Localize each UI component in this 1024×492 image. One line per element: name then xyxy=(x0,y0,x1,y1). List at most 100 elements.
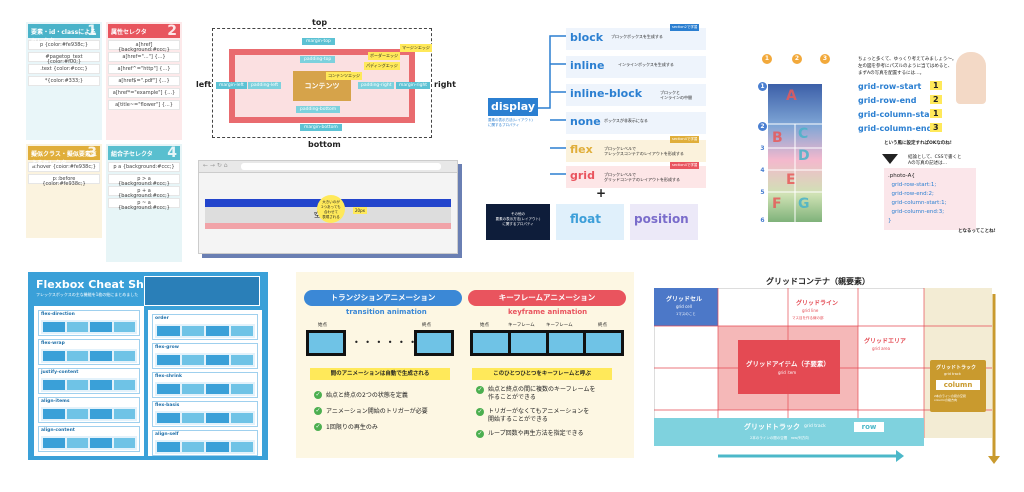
selector-row: p {color:#fe938c;} xyxy=(28,40,100,50)
display-item-name: block xyxy=(570,31,604,44)
grid-line-prop: grid-column-end xyxy=(858,124,933,133)
cheat-sheet-demo xyxy=(155,324,255,338)
cheat-sheet-section: flex-basis xyxy=(152,401,258,427)
padding-top-tag: padding-top xyxy=(300,56,336,63)
grid-line-prop: grid-row-end xyxy=(858,96,917,105)
demo-item xyxy=(43,409,65,419)
selector-box-1-number: 1 xyxy=(87,23,97,39)
grid-line-prop: grid-column-start xyxy=(858,110,938,119)
demo-item xyxy=(66,322,88,332)
code-line: } xyxy=(888,218,892,224)
demo-item xyxy=(90,380,112,390)
demo-item xyxy=(113,438,135,448)
cheat-sheet-demo xyxy=(41,349,137,363)
keyframe-point: ✓始点と終点の間に複数のキーフレームを 作ることができる xyxy=(476,386,595,402)
cheat-sheet-section: align-content xyxy=(38,426,140,452)
demo-item xyxy=(230,413,253,423)
margin-bottom-tag: margin-bottom xyxy=(300,124,342,131)
flexbox-cheat-sheet-card[interactable]: Flexbox Cheat Sheet フレックスボックスの主な機能を1枚の絵に… xyxy=(28,272,268,460)
transition-point-text: 1回限りの再生のみ xyxy=(326,424,378,431)
demo-item xyxy=(230,442,253,452)
woman-illustration xyxy=(956,52,986,104)
transition-end-frame xyxy=(414,330,454,356)
transition-start-label: 始点 xyxy=(318,323,327,328)
keyframe-caption: このひとつひとつをキーフレームと呼ぶ xyxy=(472,368,612,380)
column-tag: column xyxy=(936,380,980,390)
cheat-sheet-section: align-items xyxy=(38,397,140,423)
demo-item xyxy=(157,442,180,452)
keyframe-start-label: 始点 xyxy=(480,323,489,328)
grid-cell-box: グリッドセル grid cell 1マスのこと xyxy=(654,288,718,326)
address-bar[interactable] xyxy=(241,163,441,170)
demo-item xyxy=(181,442,204,452)
selector-row: a[href$=".pdf"] {...} xyxy=(108,76,180,86)
demo-item xyxy=(113,322,135,332)
cheat-sheet-demo xyxy=(41,436,137,450)
check-icon: ✓ xyxy=(314,422,322,431)
column-track-label: グリッドトラック xyxy=(936,365,977,371)
margin-top-tag: margin-top xyxy=(302,38,335,45)
selector-box-4-title: 組合子セレクタ xyxy=(111,151,153,158)
demo-item xyxy=(113,351,135,361)
check-icon: ✓ xyxy=(476,430,484,438)
cheat-sheet-section-title: flex-direction xyxy=(41,312,75,317)
grid-line-prop: grid-row-start xyxy=(858,82,922,91)
selector-box-1-rows: p {color:#fe938c;}#pagetop_text {color:#… xyxy=(28,40,100,86)
code-line: grid-row-start:1; xyxy=(888,182,937,188)
animation-card[interactable]: トランジションアニメーション transition animation キーフレ… xyxy=(296,272,634,458)
display-item-desc: ブロックレベルで フレックスコンテナのレイアウトを形成する xyxy=(604,146,684,156)
grid-cell-en: grid cell xyxy=(676,304,692,309)
content-edge-tag: コンテンツエッジ xyxy=(326,72,362,80)
transition-point-text: アニメーション開始のトリガーが必要 xyxy=(326,408,428,415)
selector-row: a[href*="example"] {...} xyxy=(108,88,180,98)
grid-container-card[interactable]: グリッドコンテナ（親要素） グリッドセル grid cell 1マスのこと グリ… xyxy=(648,270,1006,468)
demo-item xyxy=(157,384,180,394)
position-label: position xyxy=(634,212,689,226)
selector-box-3-rows: a:hover {color:#fe938c;}p::before {color… xyxy=(28,162,100,187)
demo-item xyxy=(157,326,180,336)
transition-caption: 間のアニメーションは自動で生成される xyxy=(310,368,450,380)
photo-letter: G xyxy=(798,196,810,212)
grid-container-title: グリッドコンテナ（親要素） xyxy=(766,277,870,286)
demo-item xyxy=(43,322,65,332)
keyframe-header: キーフレームアニメーション xyxy=(468,290,626,306)
demo-item xyxy=(66,409,88,419)
grid-item-box: グリッドアイテム（子要素） grid item xyxy=(738,340,840,394)
demo-item xyxy=(206,355,229,365)
box-model-card[interactable]: top bottom left right コンテンツ margin-top p… xyxy=(196,18,458,148)
selector-box-2-rows: a[href] {background:#ccc;}a[href="..."] … xyxy=(108,40,180,110)
grid-line-value: 1 xyxy=(930,109,942,118)
cheat-sheet-section: flex-direction xyxy=(38,310,140,336)
demo-item xyxy=(181,326,204,336)
display-item-name: flex xyxy=(570,143,593,156)
selector-row: p + a {background:#ccc;} xyxy=(108,186,180,199)
browser-nav-icons: ← → ↻ ⌂ xyxy=(203,162,228,169)
demo-item xyxy=(66,380,88,390)
cheat-sheet-demo xyxy=(155,353,255,367)
demo-item xyxy=(90,438,112,448)
selector-row: a[title~="flower"] {...} xyxy=(108,100,180,110)
size-tag: 20px xyxy=(353,207,367,214)
border-edge-tag: ボーダーエッジ xyxy=(368,52,400,60)
column-number: 3 xyxy=(820,54,830,64)
selector-row: a[href="..."] {...} xyxy=(108,52,180,62)
grid-ending: となるってことね! xyxy=(958,229,996,234)
display-item-tag: section4で学習 xyxy=(670,162,700,169)
demo-item xyxy=(43,438,65,448)
demo-item xyxy=(157,413,180,423)
demo-item xyxy=(157,355,180,365)
cheat-sheet-section: flex-wrap xyxy=(38,339,140,365)
selector-box-2-number: 2 xyxy=(167,23,177,39)
selector-box-4-rows: p a {background:#ccc;}p > a {background:… xyxy=(108,162,180,211)
row-number: 5 xyxy=(758,188,767,197)
grid-line-label: グリッドライン xyxy=(796,300,839,307)
transition-point: ✓始点と終点の2つの状態を定義 xyxy=(314,390,408,399)
cheat-sheet-section-title: align-content xyxy=(41,428,75,433)
empty-element-window[interactable]: ← → ↻ ⌂ 空の要素 大きいのが 2つあっても 合わせて 表現される 20p… xyxy=(198,160,458,254)
